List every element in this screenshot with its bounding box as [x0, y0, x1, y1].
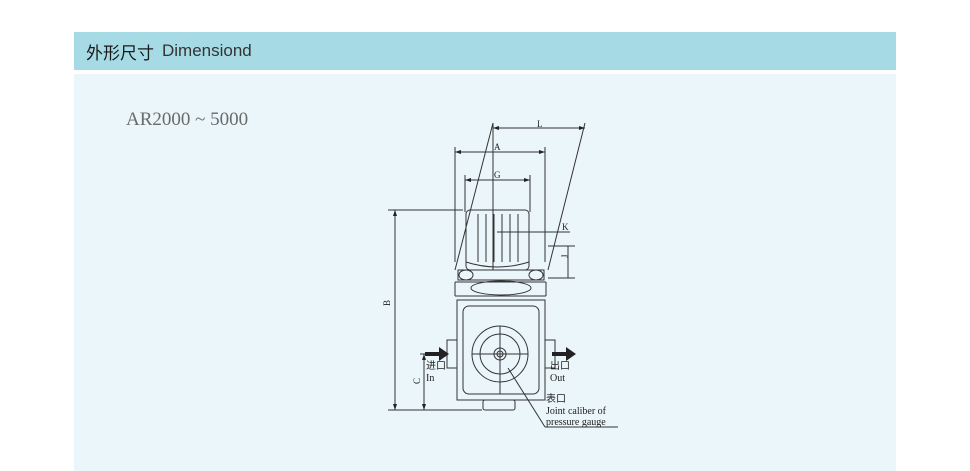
outlet-label-cn: 出口	[550, 359, 570, 372]
dim-A-label: A	[494, 142, 501, 152]
inlet-label-en: In	[426, 373, 434, 384]
adjusting-knob	[465, 209, 530, 271]
dim-J-label: J	[560, 254, 570, 258]
section-header: 外形尺寸 Dimensiond	[74, 32, 896, 70]
inlet-arrow	[425, 352, 439, 356]
gauge-label-cn: 表口	[546, 392, 566, 405]
model-label: AR2000 ~ 5000	[126, 109, 249, 130]
dim-G-label: G	[494, 170, 501, 180]
section-title-cn: 外形尺寸	[86, 43, 154, 64]
outlet-label-en: Out	[550, 373, 565, 384]
gauge-label-en-1: Joint caliber of	[546, 406, 607, 417]
dim-B-label: B	[382, 300, 392, 306]
section-title-en: Dimensiond	[162, 41, 252, 60]
regulator-body	[456, 299, 546, 401]
dim-C-label: C	[412, 378, 422, 384]
dim-L-label: L	[537, 119, 543, 129]
diagram-panel	[74, 74, 896, 471]
inlet-label-cn: 进口	[426, 360, 446, 372]
outlet-arrow	[552, 352, 566, 356]
gauge-label-en-2: pressure gauge	[546, 417, 606, 428]
dim-K-label: K	[562, 222, 569, 232]
